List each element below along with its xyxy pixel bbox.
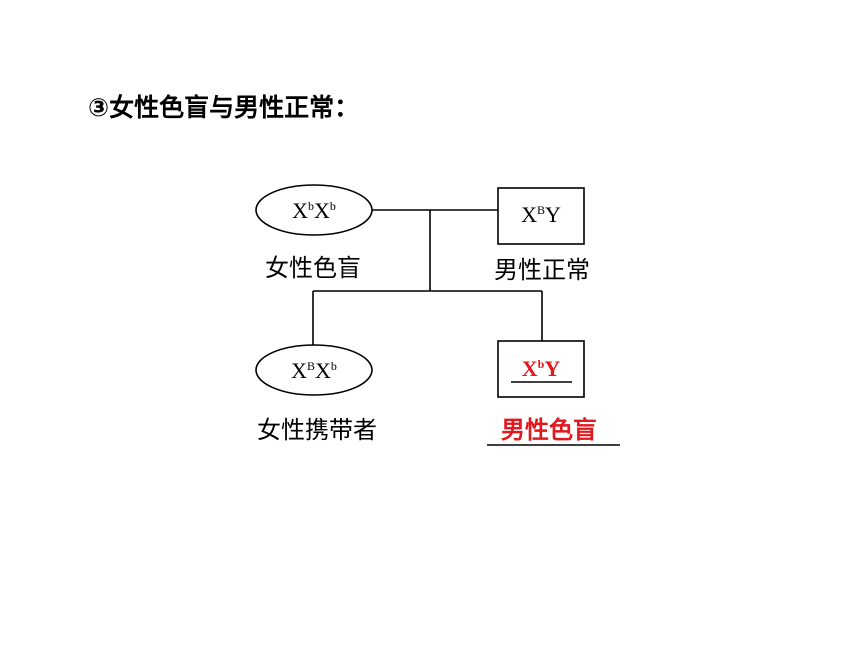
mother-node: XbXb 女性色盲	[255, 184, 373, 282]
father-label: 男性正常	[494, 256, 590, 284]
mother-genotype: XbXb	[292, 198, 336, 223]
daughter-node: XBXb 女性携带者	[255, 344, 377, 444]
son-genotype: XbY	[522, 356, 561, 381]
daughter-label: 女性携带者	[257, 416, 377, 444]
male-square	[497, 340, 585, 398]
male-square	[497, 187, 585, 245]
father-node: XBY 男性正常	[494, 187, 590, 284]
pedigree-lines	[312, 209, 543, 345]
female-ellipse	[255, 184, 373, 236]
female-ellipse	[255, 344, 373, 396]
daughter-genotype: XBXb	[291, 358, 337, 383]
mother-label: 女性色盲	[265, 254, 361, 282]
heading: ③女性色盲与男性正常：	[88, 93, 360, 122]
son-label: 男性色盲	[501, 416, 597, 444]
father-genotype: XBY	[521, 202, 561, 227]
son-node: XbY 男性色盲	[487, 340, 620, 446]
